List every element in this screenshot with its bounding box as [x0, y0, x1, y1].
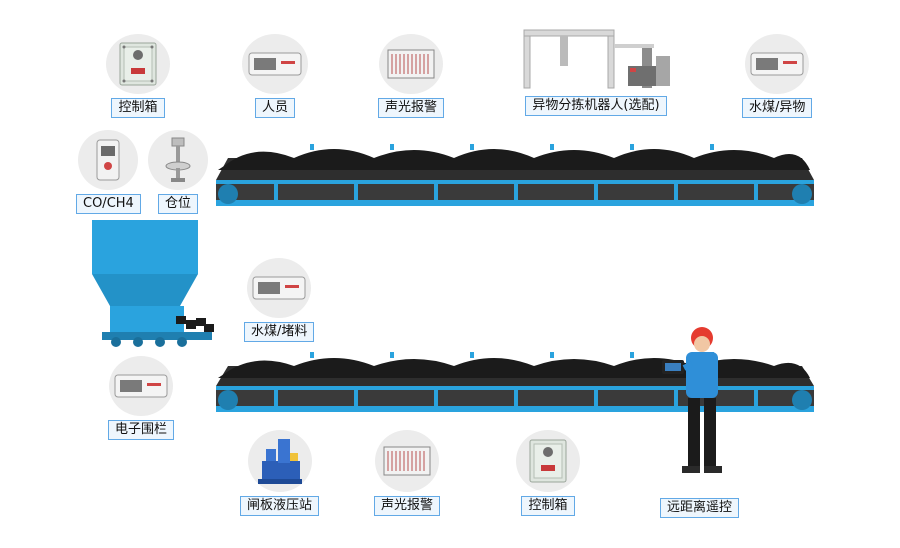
label-hydraulic-station: 闸板液压站 — [240, 496, 320, 516]
gas-sensor-icon — [78, 130, 139, 190]
node-control-box-top: 控制箱 — [106, 34, 170, 118]
control-box-icon — [106, 34, 170, 94]
label-control-box-bottom: 控制箱 — [521, 496, 575, 516]
node-water-coal-top: 水煤/异物 — [742, 34, 813, 118]
label-water-coal-blockage: 水煤/堵料 — [244, 322, 315, 342]
node-water-coal-blockage: 水煤/堵料 — [244, 258, 315, 342]
coal-hopper — [92, 218, 222, 350]
label-water-coal-top: 水煤/异物 — [742, 98, 813, 118]
alarm-panel-icon — [379, 34, 443, 94]
control-box-icon-2 — [516, 430, 580, 492]
label-alarm-top: 声光报警 — [378, 98, 445, 118]
level-sensor-icon — [148, 130, 208, 190]
label-electronic-fence: 电子围栏 — [108, 420, 175, 440]
node-sorting-robot: 异物分拣机器人(选配) — [516, 26, 676, 116]
alarm-panel-icon-2 — [375, 430, 439, 492]
node-electronic-fence: 电子围栏 — [108, 356, 175, 440]
camera-device-icon-4 — [247, 258, 312, 318]
node-bin-level: 仓位 — [148, 130, 208, 214]
hydraulic-station-icon — [247, 430, 312, 492]
camera-device-icon — [242, 34, 308, 94]
node-alarm-top: 声光报警 — [378, 34, 445, 118]
label-personnel: 人员 — [254, 98, 295, 118]
upper-conveyor — [214, 136, 818, 210]
label-co-ch4: CO/CH4 — [76, 194, 141, 214]
node-hydraulic-station: 闸板液压站 — [240, 430, 320, 516]
node-alarm-bottom: 声光报警 — [374, 430, 441, 516]
node-control-box-bottom: 控制箱 — [516, 430, 580, 516]
camera-device-icon-2 — [745, 34, 810, 94]
node-remote-control: 远距离遥控 — [660, 494, 740, 518]
camera-device-icon-3 — [109, 356, 173, 416]
operator-figure — [660, 324, 736, 478]
label-alarm-bottom: 声光报警 — [374, 496, 441, 516]
node-personnel: 人员 — [242, 34, 308, 118]
label-control-box-top: 控制箱 — [111, 98, 165, 118]
sorting-robot-icon — [516, 26, 676, 92]
node-gas-sensor: CO/CH4 — [76, 130, 141, 214]
label-sorting-robot: 异物分拣机器人(选配) — [525, 96, 667, 116]
label-remote-control: 远距离遥控 — [660, 498, 740, 518]
label-bin-level: 仓位 — [157, 194, 198, 214]
